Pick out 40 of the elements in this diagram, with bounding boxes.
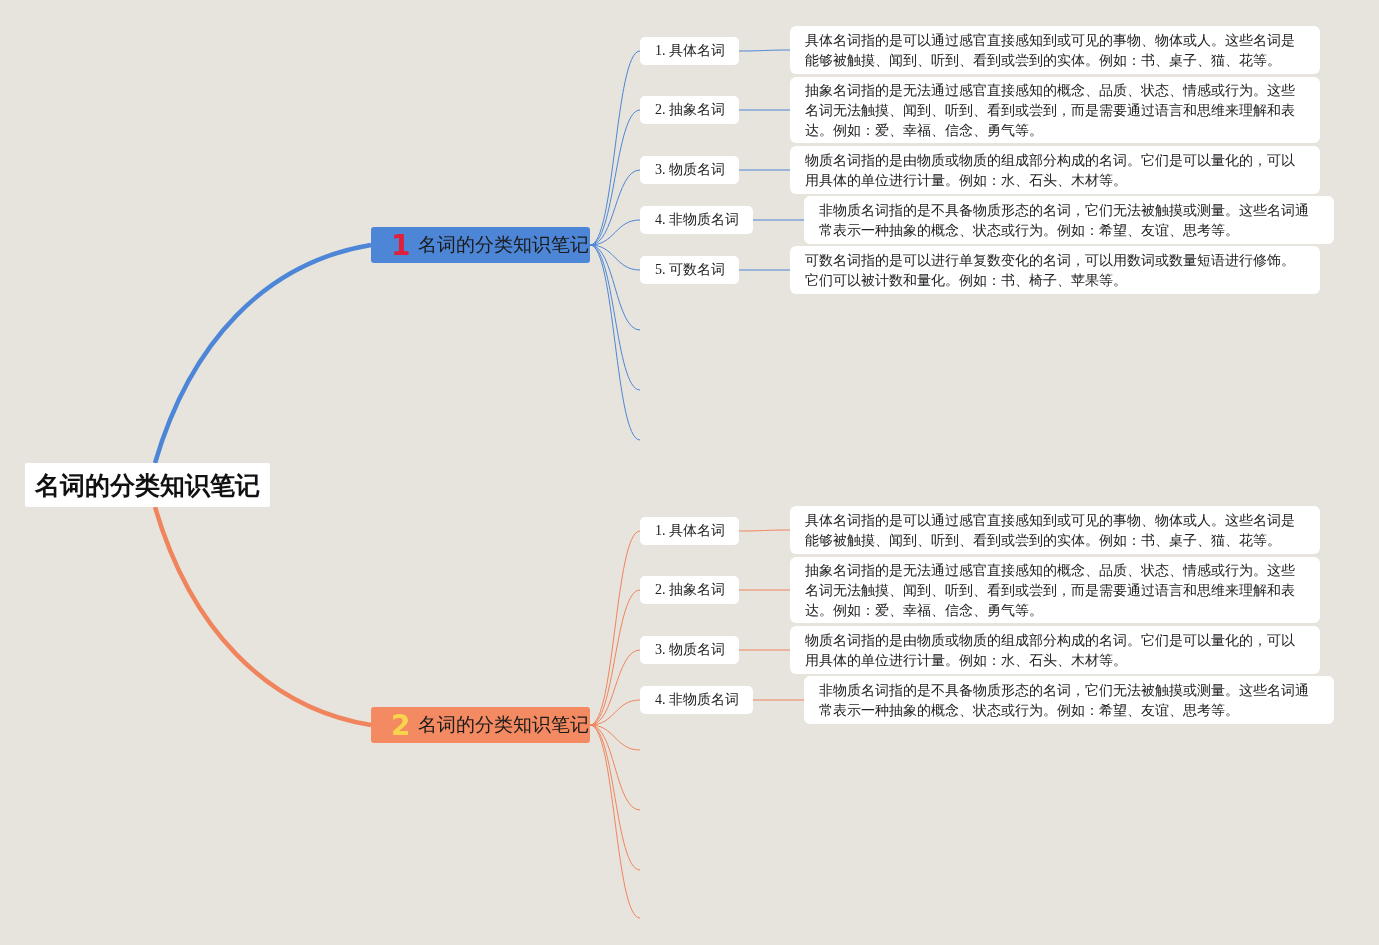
connector xyxy=(738,109,791,111)
topic-box: 3. 物质名词 xyxy=(640,636,739,664)
branch-box xyxy=(371,227,590,263)
connector xyxy=(589,530,641,726)
description-card: 非物质名词指的是不具备物质形态的名词，它们无法被触摸或测量。这些名词通常表示一种抽象的概念、状态或行为。例如：希望、友谊、思考等。 xyxy=(804,196,1334,244)
connector xyxy=(738,49,791,52)
description-card: 抽象名词指的是无法通过感官直接感知的概念、品质、状态、情感或行为。这些名词无法触摸、闻到、听到、看到或尝到，而是需要通过语言和思维来理解和表达。例如：爱、幸福、信念、勇气等。 xyxy=(790,77,1320,143)
topic-box: 3. 物质名词 xyxy=(640,156,739,184)
connector xyxy=(738,269,791,271)
branch-number: 2 xyxy=(391,708,411,742)
connector xyxy=(589,50,641,246)
connector xyxy=(152,242,372,464)
topic-box: 4. 非物质名词 xyxy=(640,206,753,234)
description-card: 可数名词指的是可以进行单复数变化的名词，可以用数词或数量短语进行修饰。它们可以被计数和量化。例如：书、椅子、苹果等。 xyxy=(790,246,1320,294)
topic-box: 1. 具体名词 xyxy=(640,517,739,545)
description-card: 物质名词指的是由物质或物质的组成部分构成的名词。它们是可以量化的，可以用具体的单位进行计量。例如：水、石头、木材等。 xyxy=(790,146,1320,194)
connector xyxy=(752,699,805,701)
branch-box xyxy=(371,707,590,743)
topic-box: 5. 可数名词 xyxy=(640,256,739,284)
description-card: 抽象名词指的是无法通过感官直接感知的概念、品质、状态、情感或行为。这些名词无法触摸、闻到、听到、看到或尝到，而是需要通过语言和思维来理解和表达。例如：爱、幸福、信念、勇气等。 xyxy=(790,557,1320,623)
connector xyxy=(738,529,791,532)
central-topic-box: 名词的分类知识笔记 xyxy=(25,463,270,507)
branch-title: 名词的分类知识笔记 xyxy=(418,712,590,737)
connector xyxy=(738,169,791,171)
branch-line xyxy=(589,724,641,919)
connector xyxy=(738,649,791,651)
topic-box: 2. 抽象名词 xyxy=(640,96,739,124)
branch-title: 名词的分类知识笔记 xyxy=(418,232,590,257)
topic-box: 4. 非物质名词 xyxy=(640,686,753,714)
description-card: 物质名词指的是由物质或物质的组成部分构成的名词。它们是可以量化的，可以用具体的单位进行计量。例如：水、石头、木材等。 xyxy=(790,626,1320,674)
description-card: 具体名词指的是可以通过感官直接感知到或可见的事物、物体或人。这些名词是能够被触摸、闻到、听到、看到或尝到的实体。例如：书、桌子、猫、花等。 xyxy=(790,26,1320,74)
topic-box: 1. 具体名词 xyxy=(640,37,739,65)
topic-box: 2. 抽象名词 xyxy=(640,576,739,604)
connector xyxy=(752,219,805,221)
connector xyxy=(738,589,791,591)
description-card: 非物质名词指的是不具备物质形态的名词，它们无法被触摸或测量。这些名词通常表示一种抽象的概念、状态或行为。例如：希望、友谊、思考等。 xyxy=(804,676,1334,724)
branch-line xyxy=(589,244,641,441)
branch-number: 1 xyxy=(391,228,411,262)
connector xyxy=(152,506,372,728)
description-card: 具体名词指的是可以通过感官直接感知到或可见的事物、物体或人。这些名词是能够被触摸、闻到、听到、看到或尝到的实体。例如：书、桌子、猫、花等。 xyxy=(790,506,1320,554)
